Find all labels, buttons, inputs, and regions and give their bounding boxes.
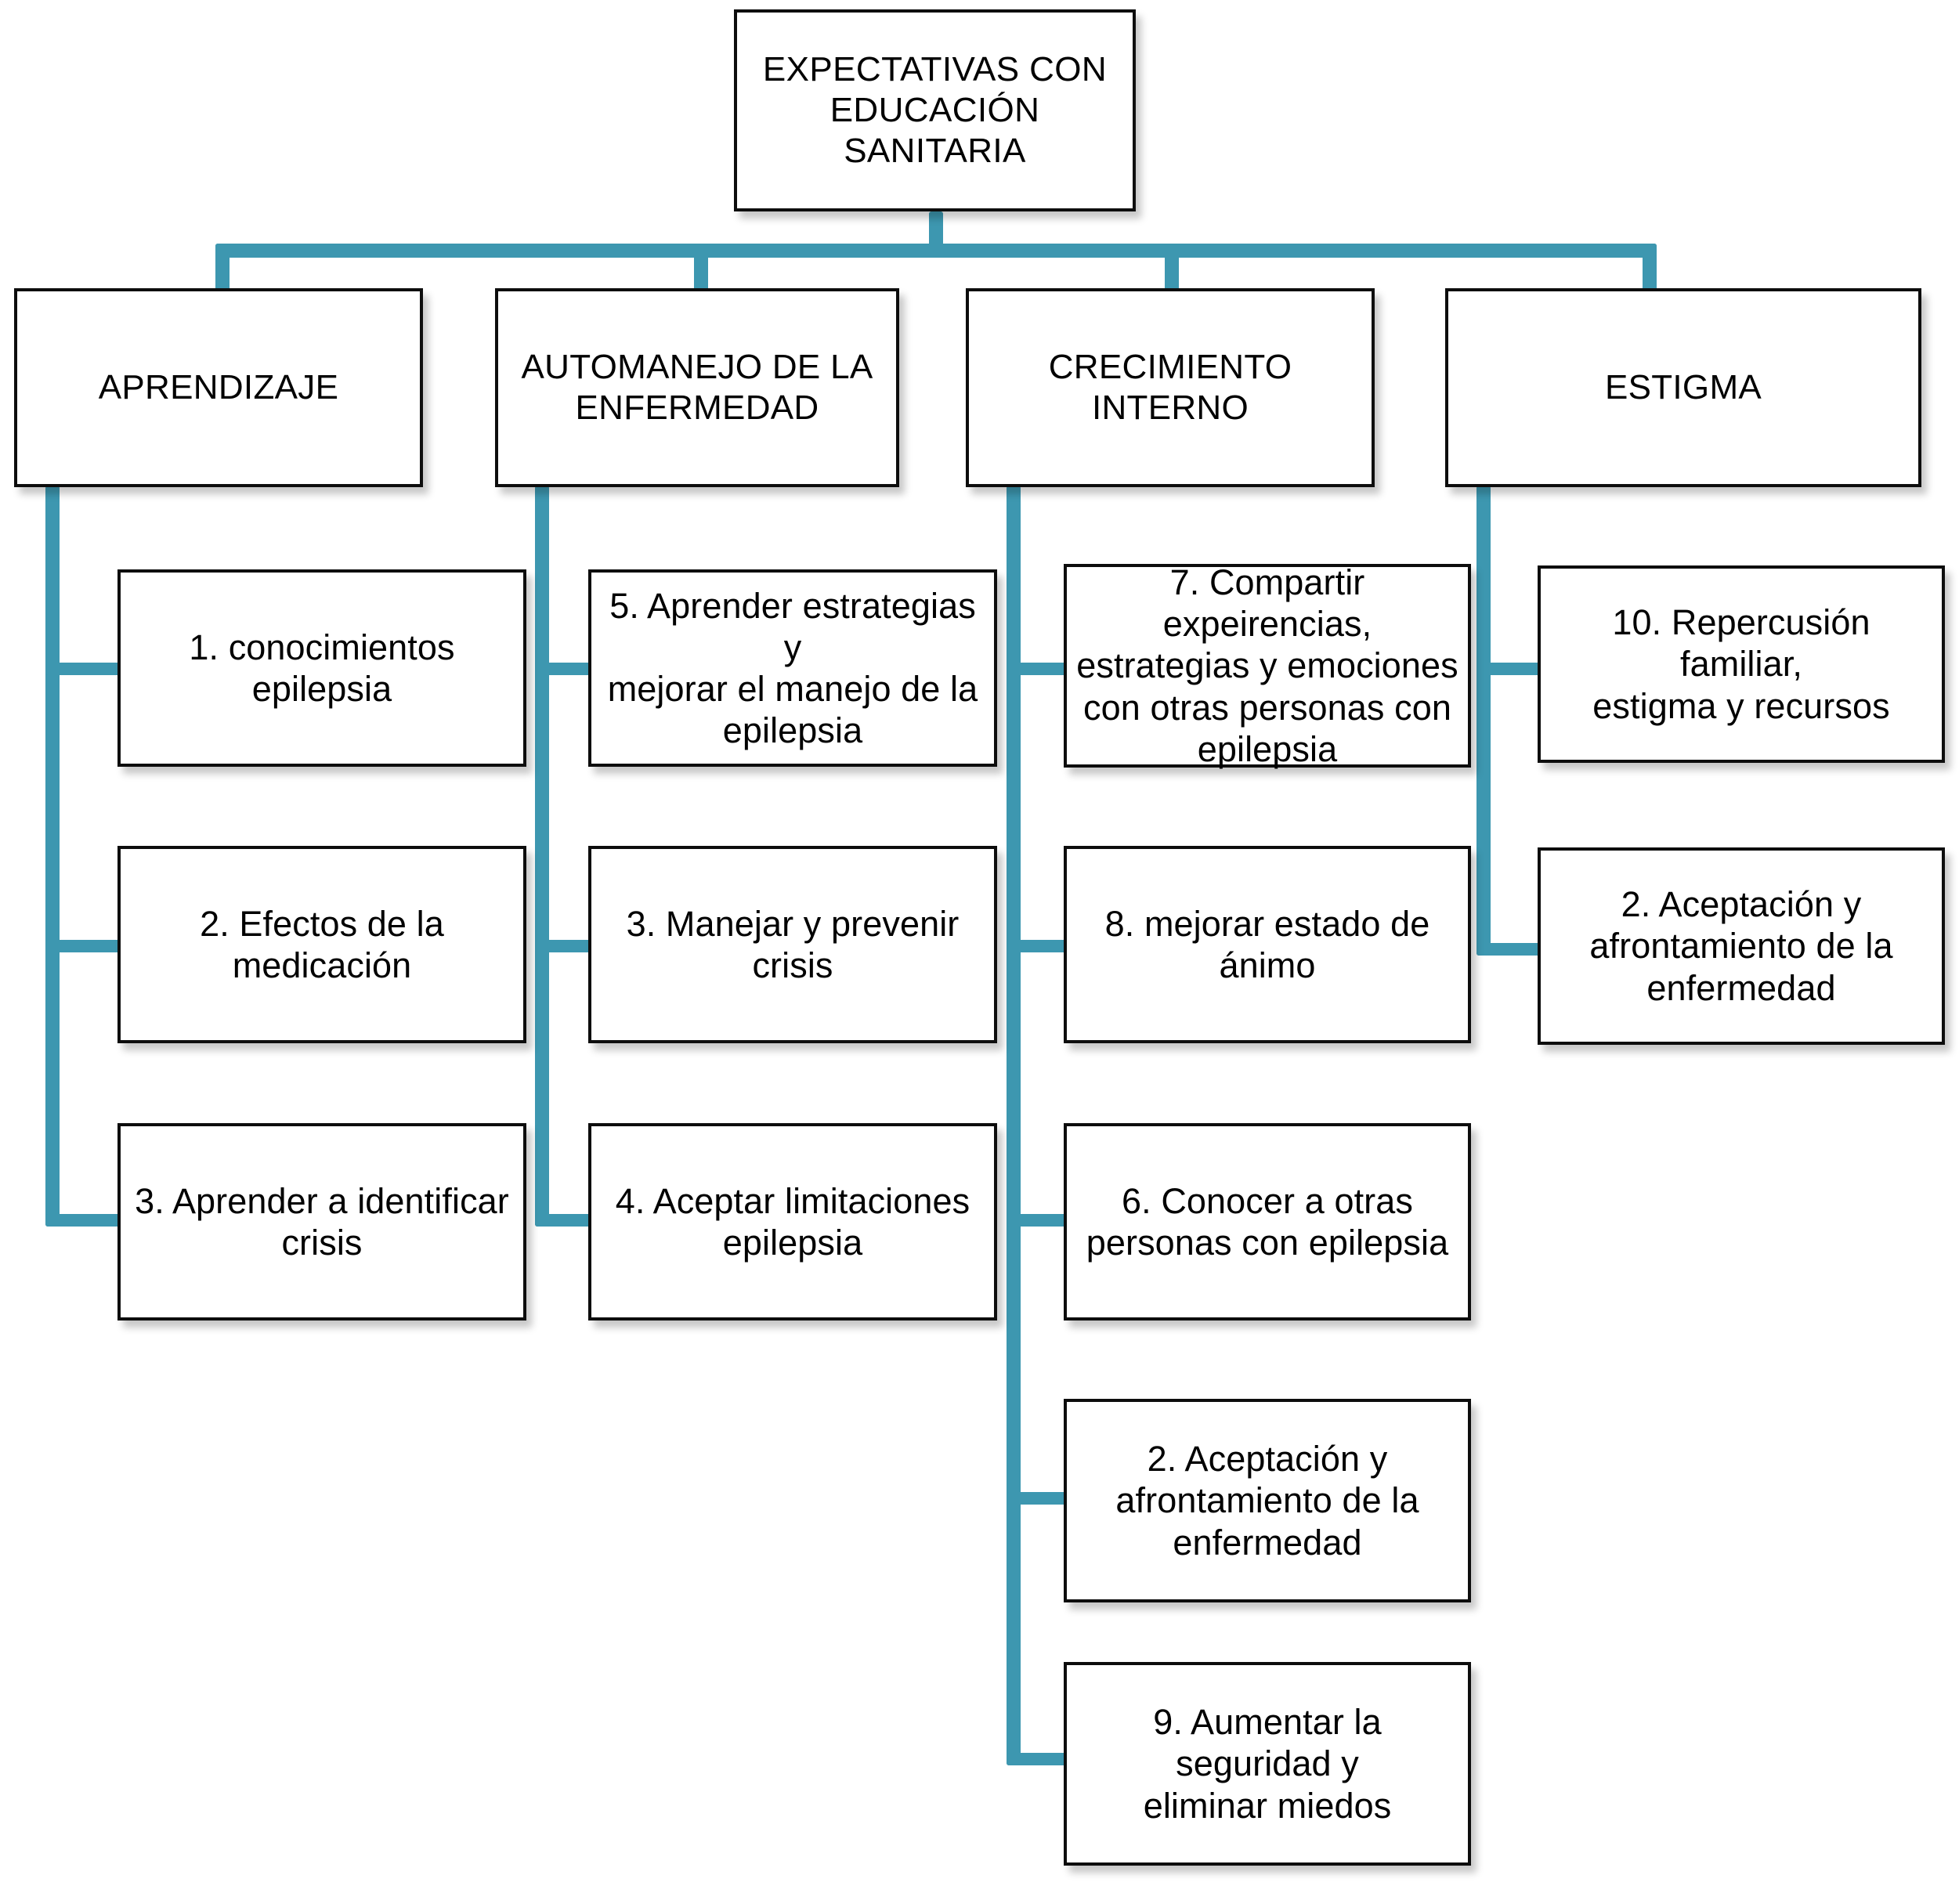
node-leaf-col2-2-label: 3. Manejar y prevenir crisis (626, 903, 960, 985)
node-branch-aprendizaje[interactable]: APRENDIZAJE (14, 288, 423, 487)
node-leaf-col2-1-label: 5. Aprender estrategias y mejorar el man… (607, 585, 978, 751)
connector-stem-col1 (45, 486, 60, 1227)
connector-drop-automanejo (694, 244, 708, 291)
node-leaf-col1-2-label: 2. Efectos de la medicación (200, 903, 444, 985)
connector-branch-col4-1 (1476, 663, 1542, 675)
node-leaf-col1-1-label: 1. conocimientos epilepsia (189, 627, 455, 709)
connector-drop-crecimiento (1165, 244, 1179, 291)
node-leaf-col4-2-label: 2. Aceptación y afrontamiento de la enfe… (1589, 884, 1893, 1008)
connector-branch-col2-1 (535, 663, 591, 675)
node-leaf-col1-2[interactable]: 2. Efectos de la medicación (117, 846, 526, 1043)
node-leaf-col3-2[interactable]: 8. mejorar estado de ánimo (1064, 846, 1471, 1043)
connector-root-stem (929, 211, 943, 252)
node-leaf-col2-3-label: 4. Aceptar limitaciones epilepsia (615, 1180, 970, 1263)
node-leaf-col4-1-label: 10. Repercusión familiar, estigma y recu… (1592, 602, 1890, 726)
connector-branch-col3-2 (1007, 940, 1066, 952)
connector-branch-col1-3 (45, 1214, 124, 1227)
node-leaf-col1-3[interactable]: 3. Aprender a identificar crisis (117, 1123, 526, 1321)
connector-branch-col2-3 (535, 1214, 591, 1227)
connector-branch-col1-2 (45, 940, 124, 952)
connector-root-bus (215, 244, 1657, 258)
node-branch-estigma-label: ESTIGMA (1604, 368, 1762, 407)
node-branch-estigma[interactable]: ESTIGMA (1445, 288, 1921, 487)
connector-branch-col3-4 (1007, 1492, 1066, 1505)
node-branch-crecimiento-label: CRECIMIENTO INTERNO (1048, 348, 1292, 427)
connector-drop-aprendizaje (215, 244, 230, 291)
node-leaf-col3-4-label: 2. Aceptación y afrontamiento de la enfe… (1115, 1439, 1419, 1563)
node-leaf-col2-3[interactable]: 4. Aceptar limitaciones epilepsia (588, 1123, 997, 1321)
node-branch-automanejo-label: AUTOMANEJO DE LA ENFERMEDAD (521, 348, 873, 427)
node-leaf-col3-1-label: 7. Compartir expeirencias, estrategias y… (1076, 562, 1458, 769)
node-leaf-col3-4[interactable]: 2. Aceptación y afrontamiento de la enfe… (1064, 1399, 1471, 1602)
node-leaf-col3-1[interactable]: 7. Compartir expeirencias, estrategias y… (1064, 562, 1471, 769)
connector-stem-col4 (1476, 486, 1491, 956)
connector-branch-col3-1 (1007, 663, 1066, 675)
node-leaf-col2-1[interactable]: 5. Aprender estrategias y mejorar el man… (588, 569, 997, 767)
connector-stem-col2 (535, 486, 549, 1227)
node-branch-automanejo[interactable]: AUTOMANEJO DE LA ENFERMEDAD (495, 288, 899, 487)
node-leaf-col1-1[interactable]: 1. conocimientos epilepsia (117, 569, 526, 767)
node-root-label: EXPECTATIVAS CON EDUCACIÓN SANITARIA (762, 50, 1108, 170)
node-leaf-col1-3-label: 3. Aprender a identificar crisis (135, 1180, 509, 1263)
node-leaf-col4-2[interactable]: 2. Aceptación y afrontamiento de la enfe… (1538, 847, 1945, 1045)
node-leaf-col3-5[interactable]: 9. Aumentar la seguridad y eliminar mied… (1064, 1662, 1471, 1866)
connector-branch-col3-5 (1007, 1753, 1066, 1765)
node-branch-crecimiento[interactable]: CRECIMIENTO INTERNO (966, 288, 1375, 487)
connector-branch-col4-2 (1476, 943, 1542, 956)
node-branch-aprendizaje-label: APRENDIZAJE (98, 368, 339, 407)
node-leaf-col3-5-label: 9. Aumentar la seguridad y eliminar mied… (1143, 1702, 1392, 1826)
node-leaf-col3-2-label: 8. mejorar estado de ánimo (1104, 903, 1430, 985)
connector-branch-col3-3 (1007, 1214, 1066, 1227)
node-leaf-col3-3-label: 6. Conocer a otras personas con epilepsi… (1086, 1180, 1449, 1263)
node-leaf-col4-1[interactable]: 10. Repercusión familiar, estigma y recu… (1538, 565, 1945, 763)
node-leaf-col2-2[interactable]: 3. Manejar y prevenir crisis (588, 846, 997, 1043)
connector-drop-estigma (1643, 244, 1657, 291)
connector-branch-col1-1 (45, 663, 124, 675)
node-leaf-col3-3[interactable]: 6. Conocer a otras personas con epilepsi… (1064, 1123, 1471, 1321)
node-root[interactable]: EXPECTATIVAS CON EDUCACIÓN SANITARIA (734, 9, 1136, 211)
connector-stem-col3 (1007, 486, 1021, 1765)
connector-branch-col2-2 (535, 940, 591, 952)
